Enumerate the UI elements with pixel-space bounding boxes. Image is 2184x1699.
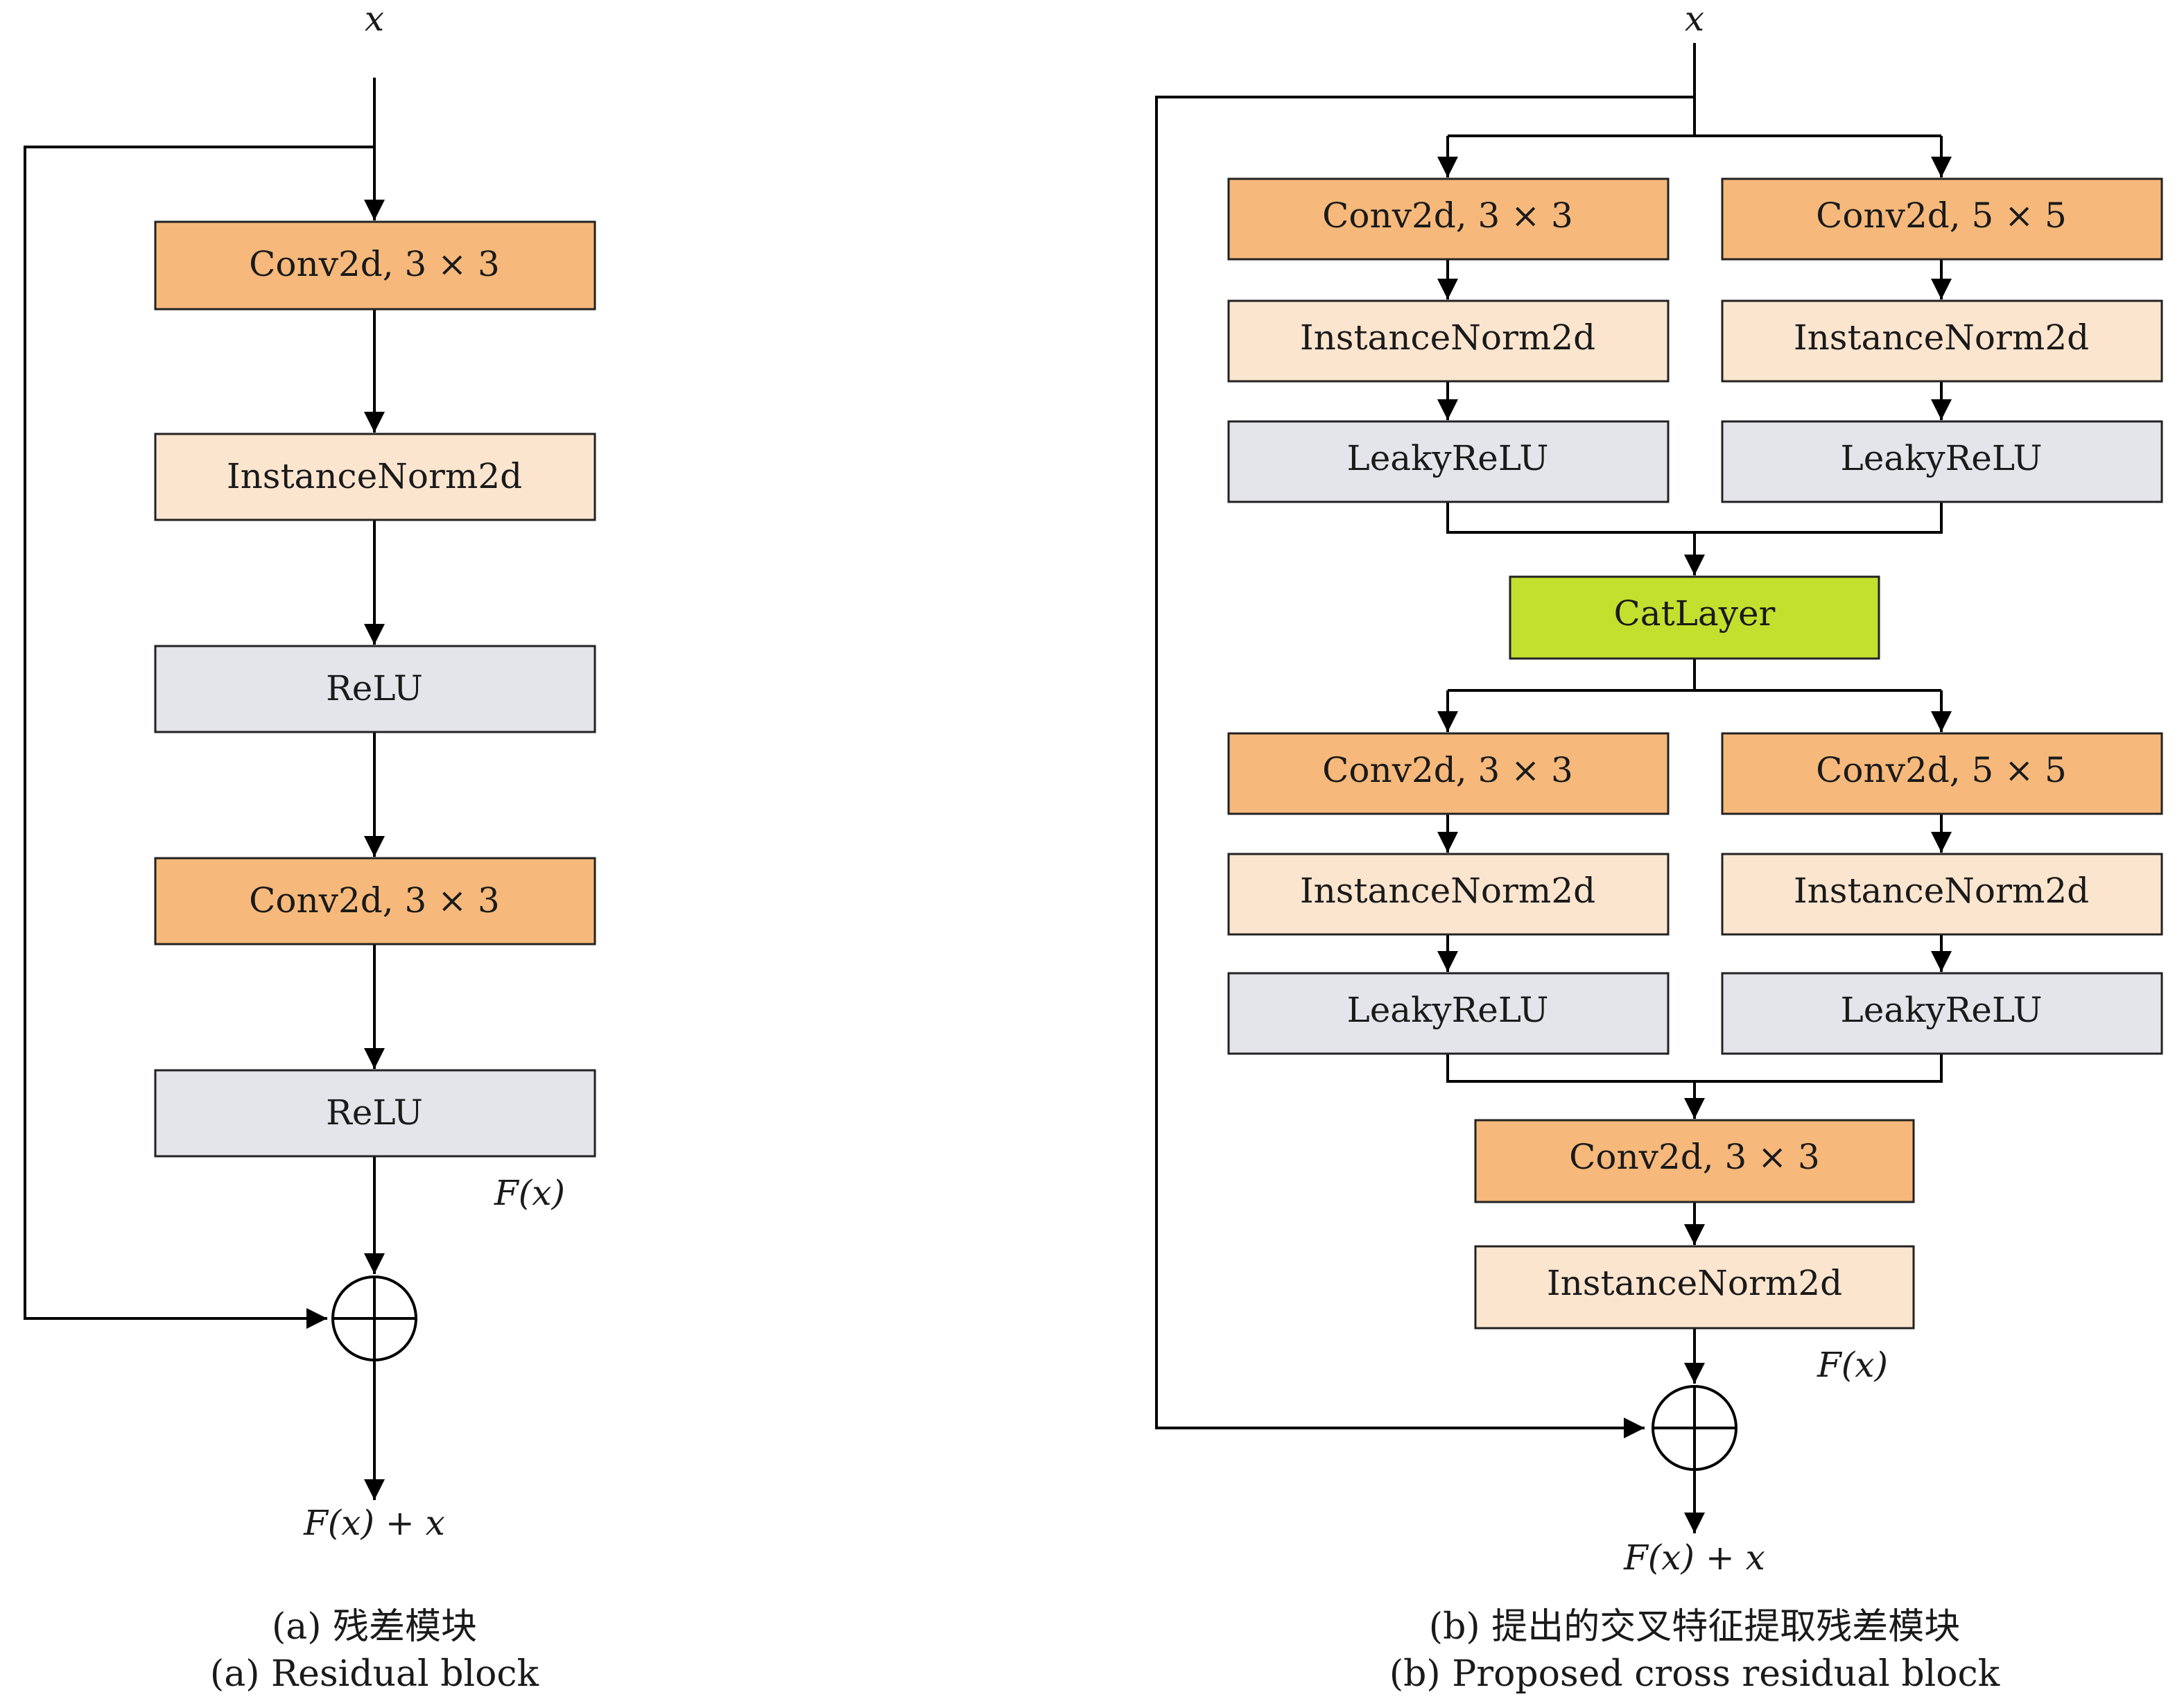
panel-a-relu-block-1: ReLU [154,645,596,733]
panel-b-caption-en: (b) Proposed cross residual block [1389,1653,2000,1695]
svg-text:LeakyReLU: LeakyReLU [1347,438,1549,478]
panel-b-tail-norm-block: InstanceNorm2d [1474,1245,1915,1330]
svg-text:Conv2d, 5 × 5: Conv2d, 5 × 5 [1816,195,2067,236]
panel-b-cross-residual-block: x [1155,0,2163,1695]
panel-b-adder-icon [1652,1385,1737,1471]
svg-text:InstanceNorm2d: InstanceNorm2d [1794,317,2089,358]
svg-text:ReLU: ReLU [326,1092,423,1133]
panel-a-residual-block: x Conv2d, 3 × 3 InstanceNorm2d ReLU [24,0,596,1695]
panel-a-caption-cn: (a) 残差模块 [272,1606,477,1648]
svg-text:Conv2d, 5 × 5: Conv2d, 5 × 5 [1816,750,2067,790]
panel-b-output-label: F(x) + x [1623,1537,1765,1578]
panel-b-input-label: x [1685,0,1704,39]
panel-b-skip-connection [1155,96,1695,1438]
svg-text:Conv2d, 3 × 3: Conv2d, 3 × 3 [249,244,500,284]
svg-text:LeakyReLU: LeakyReLU [1347,990,1549,1030]
svg-text:InstanceNorm2d: InstanceNorm2d [1300,871,1595,911]
panel-b-caption-cn: (b) 提出的交叉特征提取残差模块 [1429,1606,1960,1648]
panel-b-b1-left-norm-block: InstanceNorm2d [1227,299,1670,383]
panel-a-adder-icon [331,1275,417,1361]
svg-text:InstanceNorm2d: InstanceNorm2d [1300,317,1595,358]
svg-text:Conv2d, 3 × 3: Conv2d, 3 × 3 [1322,195,1573,236]
svg-text:LeakyReLU: LeakyReLU [1841,438,2043,478]
svg-text:InstanceNorm2d: InstanceNorm2d [1547,1263,1842,1303]
panel-b-b1-left-conv-block: Conv2d, 3 × 3 [1227,177,1670,261]
panel-b-catlayer-block: CatLayer [1509,575,1880,660]
panel-b-b1-right-norm-block: InstanceNorm2d [1721,299,2163,383]
panel-b-b2-right-norm-block: InstanceNorm2d [1721,853,2163,936]
svg-text:LeakyReLU: LeakyReLU [1841,990,2043,1030]
svg-text:Conv2d, 3 × 3: Conv2d, 3 × 3 [1569,1137,1820,1177]
panel-b-b2-left-conv-block: Conv2d, 3 × 3 [1227,732,1670,815]
panel-a-instancenorm-block: InstanceNorm2d [154,433,596,521]
svg-text:Conv2d, 3 × 3: Conv2d, 3 × 3 [249,880,500,921]
panel-a-relu-block-2: ReLU [154,1069,596,1158]
panel-b-b2-left-norm-block: InstanceNorm2d [1227,853,1670,936]
panel-a-fx-label: F(x) [494,1173,565,1213]
panel-a-input-label: x [365,0,384,39]
panel-a-conv2d-block-1: Conv2d, 3 × 3 [154,220,596,311]
panel-b-b1-right-leakyrelu-block: LeakyReLU [1721,420,2163,503]
panel-a-output-label: F(x) + x [303,1503,445,1543]
panel-b-fx-label: F(x) [1817,1345,1888,1385]
panel-b-b1-right-conv-block: Conv2d, 5 × 5 [1721,177,2163,261]
svg-text:InstanceNorm2d: InstanceNorm2d [1794,871,2089,911]
panel-a-caption-en: (a) Residual block [210,1653,539,1695]
panel-b-b1-left-leakyrelu-block: LeakyReLU [1227,420,1670,503]
panel-b-tail-conv-block: Conv2d, 3 × 3 [1474,1119,1915,1203]
panel-a-wires [24,78,385,1500]
panel-a-conv2d-block-2: Conv2d, 3 × 3 [154,857,596,946]
panel-b-b2-right-leakyrelu-block: LeakyReLU [1721,972,2163,1055]
panel-a-skip-connection [24,146,374,1329]
svg-text:InstanceNorm2d: InstanceNorm2d [227,456,522,496]
panel-b-b2-left-leakyrelu-block: LeakyReLU [1227,972,1670,1055]
panel-b-wires [1155,43,1952,1533]
svg-text:Conv2d, 3 × 3: Conv2d, 3 × 3 [1322,750,1573,790]
svg-text:CatLayer: CatLayer [1614,593,1776,634]
svg-text:ReLU: ReLU [326,668,423,708]
panel-b-b2-right-conv-block: Conv2d, 5 × 5 [1721,732,2163,815]
